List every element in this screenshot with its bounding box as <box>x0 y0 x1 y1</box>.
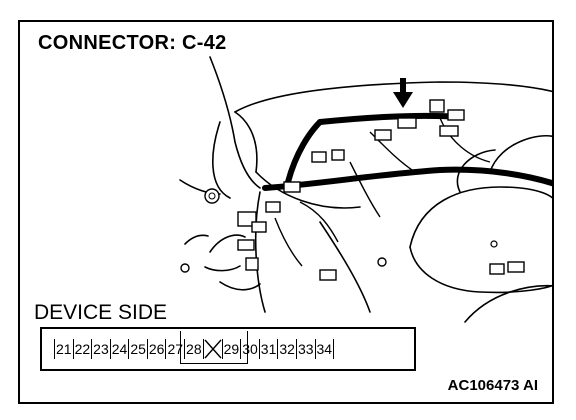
connector-face: 21 22 23 24 25 26 27 28 29 30 31 32 33 3… <box>40 327 416 371</box>
pin-34: 34 <box>316 339 335 359</box>
pin-22: 22 <box>74 339 93 359</box>
unused-pin-cross-icon <box>204 339 223 359</box>
wiring-harness-illustration <box>179 56 552 323</box>
device-side-label: DEVICE SIDE <box>34 301 168 324</box>
pin-28: 28 <box>186 339 204 359</box>
pin-21: 21 <box>54 339 74 359</box>
reference-code: AC106473 AI <box>447 377 538 394</box>
pin-29: 29 <box>223 339 242 359</box>
diagram-frame: CONNECTOR: C-42 <box>18 20 554 404</box>
pin-25: 25 <box>130 339 148 359</box>
connector-key-notch <box>180 331 248 364</box>
pin-23: 23 <box>93 339 111 359</box>
pin-31: 31 <box>260 339 279 359</box>
diagram-title: CONNECTOR: C-42 <box>38 32 227 54</box>
pin-26: 26 <box>148 339 167 359</box>
pin-27: 27 <box>167 339 186 359</box>
pin-32: 32 <box>279 339 297 359</box>
pin-33: 33 <box>297 339 316 359</box>
connector-pin-row: 21 22 23 24 25 26 27 28 29 30 31 32 33 3… <box>54 338 335 360</box>
location-arrow-icon <box>393 78 413 108</box>
pin-30: 30 <box>242 339 260 359</box>
pin-24: 24 <box>111 339 130 359</box>
